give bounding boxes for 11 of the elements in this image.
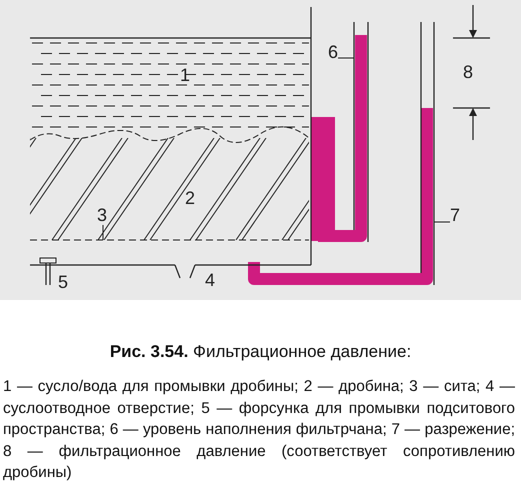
leader-line (102, 224, 104, 240)
callout-number: 1 (180, 65, 190, 85)
figure-caption: Рис. 3.54. Фильтрационное давление: (108, 342, 412, 362)
callout-number: 4 (205, 270, 216, 290)
legend-paragraph: 1 — сусло/вода для промывки дробины; 2 — дробина; 3 — сита; 4 — суслоотводное отверстие; 5 — форсунка для промывки подситового пространства; 6 — уровень наполнения фильтрчана; 7 — разрежение; 8 — фильтрационное давление (соответствует сопротивлению дробины) (3, 377, 515, 483)
callout-number: 2 (185, 188, 196, 208)
callout-number: 8 (463, 62, 474, 82)
callout-number: 6 (328, 42, 338, 62)
callout-number: 5 (58, 272, 68, 292)
callout-number: 3 (97, 205, 108, 225)
callout-number: 7 (450, 205, 460, 225)
